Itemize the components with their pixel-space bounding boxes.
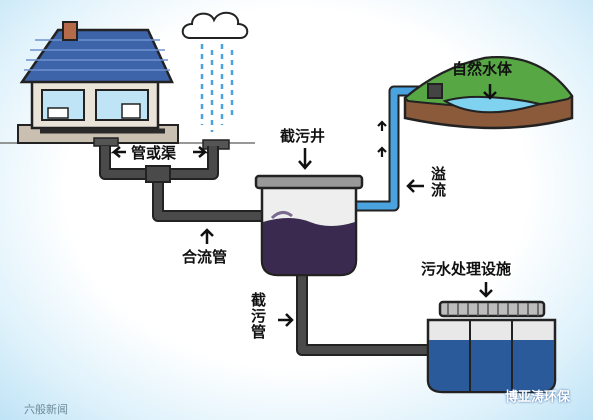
label-interceptor-well: 截污井: [280, 127, 326, 145]
watermark-right: 博亚涛环保: [505, 390, 571, 405]
label-treatment-facility: 污水处理设施: [421, 260, 512, 278]
treatment-facility: [426, 300, 557, 394]
label-combined-pipe: 合流管: [182, 248, 228, 266]
grate-left: [93, 137, 119, 147]
label-overflow: 溢流: [429, 166, 447, 198]
label-natural-water: 自然水体: [452, 60, 513, 78]
flow-arrows: [110, 84, 497, 327]
chimney: [62, 21, 78, 41]
natural-water-body: [403, 56, 574, 130]
watermark-left: 六般新闻: [24, 403, 68, 416]
interceptor-well: [254, 174, 364, 277]
label-pipe-or-channel: 管或渠: [131, 144, 177, 162]
pipe-tee: [145, 165, 171, 183]
rain-drops: [200, 44, 234, 132]
label-intercept-pipe: 截污管: [249, 292, 267, 340]
house: [17, 21, 179, 144]
roof: [19, 28, 174, 84]
rain-cloud: [181, 11, 249, 132]
